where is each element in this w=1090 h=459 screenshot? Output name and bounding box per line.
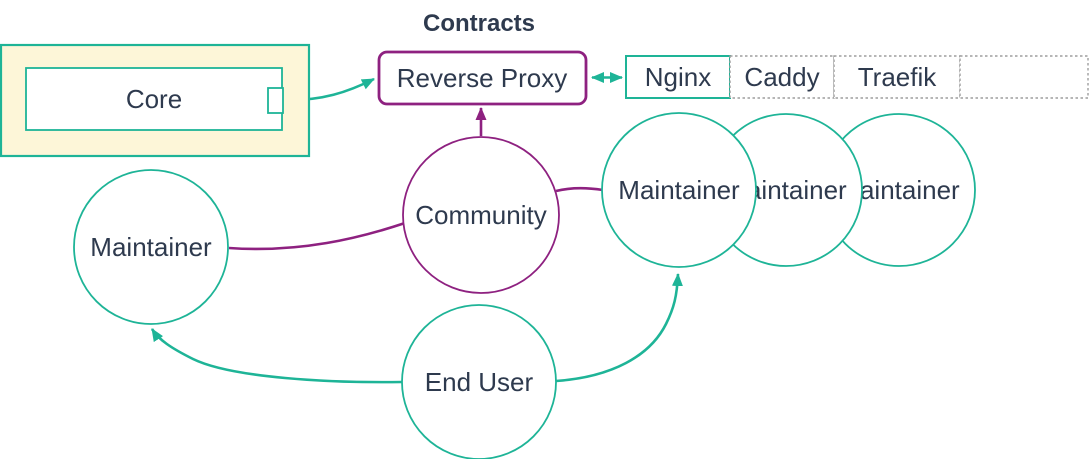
end-user-label: End User [425, 367, 534, 397]
maintainer-left-node: Maintainer [73, 169, 229, 325]
edge-community-to-maintainer-right [555, 186, 604, 193]
proxy-cell-caddy-label: Caddy [744, 62, 819, 92]
reverse-proxy-box [377, 50, 588, 106]
community-circle [402, 136, 560, 294]
diagram-title: Contracts [423, 10, 535, 37]
proxy-cell-empty [959, 55, 1089, 99]
proxy-options-table: Nginx Caddy Traefik [625, 55, 1089, 99]
maintainer-left-circle [73, 169, 229, 325]
proxy-cell-nginx-label: Nginx [645, 62, 711, 92]
edge-end-user-to-maintainer-left [150, 328, 403, 384]
maintainer-left-label: Maintainer [90, 232, 212, 262]
reverse-proxy-node: Reverse Proxy [377, 50, 588, 106]
reverse-proxy-label: Reverse Proxy [397, 63, 568, 93]
maintainer-right-1-node: Maintainer [601, 112, 757, 268]
proxy-cell-caddy [729, 55, 835, 99]
core-inner-box [25, 67, 283, 131]
maintainer-right-1-label: Maintainer [618, 175, 740, 205]
core-port [267, 87, 284, 114]
core-label: Core [126, 84, 182, 114]
community-node: Community [402, 136, 560, 294]
edge-community-to-maintainer-left [228, 221, 406, 251]
proxy-cell-traefik [833, 55, 961, 99]
proxy-cell-traefik-label: Traefik [858, 62, 937, 92]
edge-end-user-to-maintainer-right [555, 273, 683, 383]
end-user-node: End User [401, 304, 557, 459]
maintainer-right-1-circle [601, 112, 757, 268]
end-user-circle [401, 304, 557, 459]
community-label: Community [415, 200, 546, 230]
core-node: Core [0, 43, 311, 158]
